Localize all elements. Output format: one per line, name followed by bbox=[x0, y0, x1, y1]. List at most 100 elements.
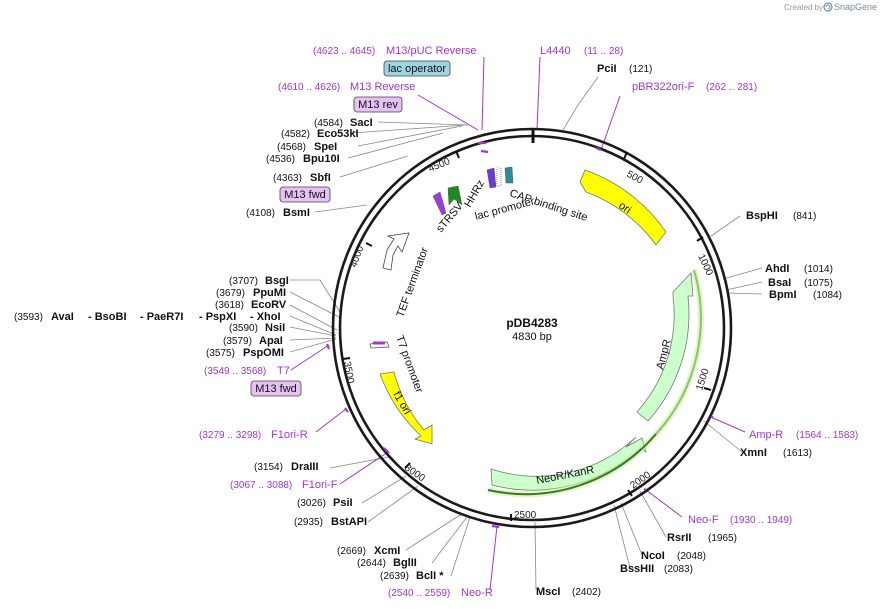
site-apai-name: ApaI bbox=[259, 335, 283, 347]
site-msci-pos: (2402) bbox=[572, 587, 601, 598]
primer-f1orir-name: F1ori-R bbox=[271, 429, 308, 441]
site-ncoi-name: NcoI bbox=[641, 550, 665, 562]
site-spei-name: SpeI bbox=[314, 141, 337, 153]
primer-t7-name: T7 bbox=[277, 365, 290, 377]
primer-neor-pos: (2540 .. 2559) bbox=[388, 588, 450, 599]
site-bpu10i-pos: (4536) bbox=[266, 154, 295, 165]
site-ecorv-pos: (3618) bbox=[215, 300, 244, 311]
primer-m13puc-pos: (4623 .. 4645) bbox=[313, 46, 375, 57]
site-msci-name: MscI bbox=[536, 586, 560, 598]
site-rsrii-pos: (1965) bbox=[708, 533, 737, 544]
site-bpmi-name: BpmI bbox=[769, 289, 797, 301]
site-eco53ki-name: Eco53kI bbox=[317, 128, 359, 140]
site-bsgi-pos: (3707) bbox=[229, 276, 258, 287]
site-ppumi-pos: (3679) bbox=[216, 288, 245, 299]
site-bsai-pos: (1075) bbox=[804, 278, 833, 289]
plasmid-length: 4830 bp bbox=[512, 331, 552, 343]
site-bsmi-name: BsmI bbox=[283, 207, 310, 219]
feature-ampr bbox=[636, 272, 694, 422]
site-ahdi-name: AhdI bbox=[765, 263, 789, 275]
primer-m13rev-pos: (4610 .. 4626) bbox=[278, 82, 340, 93]
m13-fwd-bottom-label: M13 fwd bbox=[255, 383, 297, 395]
site-pcii-name: PciI bbox=[597, 63, 617, 75]
primer-m13rev-name: M13 Reverse bbox=[350, 81, 415, 93]
site-psii-pos: (3026) bbox=[297, 498, 326, 509]
m13-fwd-top-label: M13 fwd bbox=[284, 189, 326, 201]
site-xcmi-pos: (2669) bbox=[337, 546, 366, 557]
primer-l4440-pos: (11 .. 28) bbox=[584, 46, 623, 57]
feature-label-ori: ori bbox=[616, 200, 633, 217]
site-nsii-pos: (3590) bbox=[229, 323, 258, 334]
site-bpmi-pos: (1084) bbox=[813, 290, 842, 301]
site-multi-name-1: AvaI bbox=[51, 311, 74, 323]
primer-neof-pos: (1930 .. 1949) bbox=[730, 515, 792, 526]
lac-operator-label: lac operator bbox=[388, 63, 446, 75]
site-bsshii-name: BssHII bbox=[620, 563, 654, 575]
site-bstapi-pos: (2935) bbox=[294, 517, 323, 528]
site-apai-pos: (3579) bbox=[223, 336, 252, 347]
feature-tef-terminator bbox=[382, 232, 410, 271]
site-multi-name-2: - BsoBI bbox=[88, 311, 127, 323]
site-ecorv-name: EcoRV bbox=[251, 299, 287, 311]
feature-neor-highlight bbox=[487, 433, 657, 496]
site-bsai-name: BsaI bbox=[768, 277, 791, 289]
site-spei-pos: (4568) bbox=[277, 142, 306, 153]
site-eco53ki-pos: (4582) bbox=[281, 129, 310, 140]
site-psii-name: PsiI bbox=[333, 497, 353, 509]
site-saci-name: SacI bbox=[350, 117, 373, 129]
primer-ampr-name: Amp-R bbox=[749, 429, 783, 441]
site-xcmi-name: XcmI bbox=[374, 545, 400, 557]
leader-lines bbox=[289, 76, 763, 591]
primer-f1orif-name: F1ori-F bbox=[302, 479, 338, 491]
site-bsgi-name: BsgI bbox=[265, 275, 289, 287]
feature-lac-promoter bbox=[486, 167, 497, 189]
feature-lac-operator bbox=[496, 167, 502, 187]
scale-ticks bbox=[342, 150, 712, 521]
site-multi-pos: (3593) bbox=[14, 312, 43, 323]
primer-t7-pos: (3549 .. 3568) bbox=[204, 366, 266, 377]
site-bsphi-name: BspHI bbox=[746, 210, 778, 222]
m13-rev-label: M13 rev bbox=[358, 99, 398, 111]
primer-neor-name: Neo-R bbox=[461, 587, 493, 599]
feature-ampr-glow bbox=[653, 269, 704, 437]
site-sbfi-pos: (4363) bbox=[273, 173, 302, 184]
site-bsphi-pos: (841) bbox=[793, 211, 816, 222]
feature-cap-binding-site bbox=[504, 166, 514, 184]
site-bcli-pos: (2639) bbox=[380, 571, 409, 582]
snapgene-logo-icon bbox=[823, 2, 833, 12]
plasmid-backbone-outer bbox=[331, 127, 733, 529]
tick-label-4500: 4500 bbox=[427, 156, 452, 175]
primer-l4440-name: L4440 bbox=[540, 45, 571, 57]
site-bstapi-name: BstAPI bbox=[331, 516, 367, 528]
primer-f1orif-pos: (3067 .. 3088) bbox=[230, 480, 292, 491]
tick-label-1500: 1500 bbox=[694, 367, 711, 392]
site-ahdi-pos: (1014) bbox=[804, 264, 833, 275]
site-pcii-pos: (121) bbox=[629, 64, 652, 75]
site-xmni-pos: (1613) bbox=[783, 448, 812, 459]
m13-fwd-bottom-box bbox=[250, 380, 302, 397]
site-multi-name-3: - PaeR7I bbox=[140, 311, 183, 323]
primer-neof-name: Neo-F bbox=[688, 514, 719, 526]
primer-m13puc-name: M13/pUC Reverse bbox=[386, 45, 476, 57]
site-bsmi-pos: (4108) bbox=[246, 208, 275, 219]
site-bglii-name: BglII bbox=[393, 557, 417, 569]
primer-f1orir-pos: (3279 .. 3298) bbox=[199, 430, 261, 441]
m13-fwd-top-box bbox=[279, 186, 331, 203]
lac-operator-box bbox=[383, 60, 451, 77]
branding-created-by: Created by bbox=[784, 3, 823, 12]
site-multi-name-5: - XhoI bbox=[250, 311, 281, 323]
primer-ampr-pos: (1564 .. 1583) bbox=[796, 430, 858, 441]
tick-label-3500: 3500 bbox=[341, 361, 356, 385]
plasmid-name: pDB4283 bbox=[506, 316, 558, 330]
primer-pbr322-name: pBR322ori-F bbox=[632, 81, 695, 93]
site-pspomi-pos: (3575) bbox=[206, 348, 235, 359]
feature-label-hhrz: HHRz bbox=[462, 178, 487, 209]
site-ncoi-pos: (2048) bbox=[677, 551, 706, 562]
site-draiii-name: DraIII bbox=[291, 461, 319, 473]
site-pspomi-name: PspOMI bbox=[243, 347, 284, 359]
site-saci-pos: (4584) bbox=[314, 118, 343, 129]
site-draiii-pos: (3154) bbox=[254, 462, 283, 473]
site-rsrii-name: RsrII bbox=[667, 532, 691, 544]
site-nsii-name: NsiI bbox=[265, 322, 285, 334]
